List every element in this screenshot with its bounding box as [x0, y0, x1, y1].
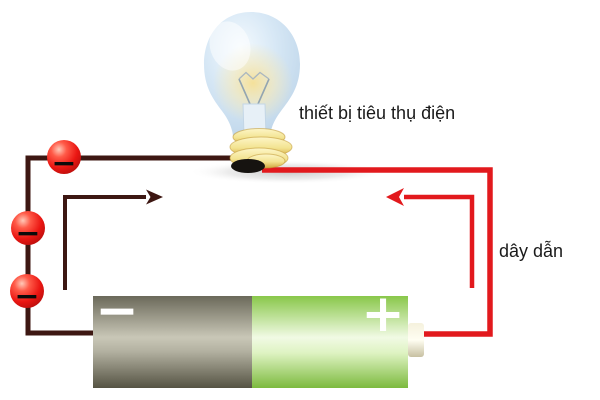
- battery: − +: [93, 281, 424, 388]
- arrowhead-right-icon: [146, 189, 163, 205]
- bulb-contact-tip: [231, 159, 265, 173]
- filament-coil: [238, 71, 270, 80]
- battery-negative-section: [93, 296, 252, 388]
- charge-minus-symbol: −: [51, 146, 76, 181]
- arrow-shaft: [404, 194, 475, 288]
- charge-sphere-body: [10, 274, 44, 308]
- bulb-highlight: [209, 21, 251, 71]
- filament-support-right: [257, 78, 270, 105]
- arrowhead-left-icon: [386, 188, 404, 206]
- battery-terminal-nub: [408, 323, 424, 357]
- current-direction-arrow-right: [386, 188, 475, 288]
- battery-positive-section: [252, 296, 408, 388]
- charge-sphere: −: [47, 140, 81, 181]
- charge-sphere-body: [47, 140, 81, 174]
- charge-sphere: −: [11, 211, 45, 251]
- device-label: thiết bị tiêu thụ điện: [299, 103, 456, 123]
- battery-positive-symbol: +: [361, 284, 405, 344]
- filament-support-left: [238, 78, 251, 105]
- charge-sphere: −: [10, 274, 44, 314]
- wire-label: dây dẫn: [499, 241, 564, 261]
- charge-sphere-group: − − −: [10, 140, 81, 314]
- current-direction-arrow-left: [63, 189, 163, 290]
- battery-negative-symbol: −: [95, 281, 139, 341]
- bulb-filament: [238, 71, 270, 105]
- light-bulb: [204, 12, 300, 173]
- charge-sphere-body: [11, 211, 45, 245]
- positive-wire: [262, 167, 493, 337]
- arrow-shaft: [63, 195, 146, 290]
- charge-minus-symbol: −: [14, 279, 39, 314]
- negative-wire: [25, 155, 240, 336]
- charge-minus-symbol: −: [15, 216, 40, 251]
